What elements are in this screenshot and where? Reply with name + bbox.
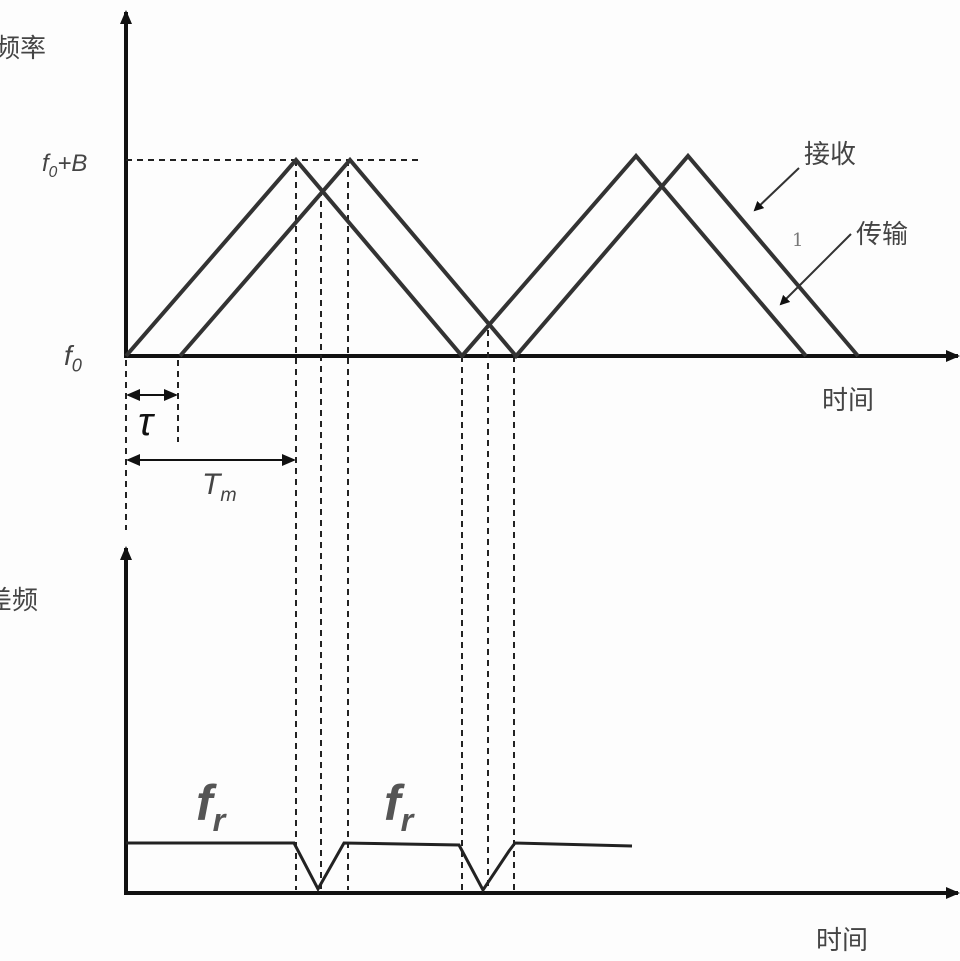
transmitted-label: 传输 <box>856 220 909 250</box>
bottom-y-axis-label: 差频 <box>0 586 39 616</box>
dashed-guides <box>125 159 515 890</box>
received-label: 接收 <box>804 140 857 170</box>
tau-label: τ <box>138 400 153 444</box>
top-x-axis-label: 时间 <box>822 386 875 416</box>
received-pointer-arrow <box>753 167 800 212</box>
level-high-label: f0+B <box>42 150 88 181</box>
beat-label-2: fr <box>384 775 414 838</box>
level-low-label: f0 <box>64 340 82 376</box>
transmitted-signal <box>124 152 808 360</box>
period-label: Tm <box>202 468 237 506</box>
bottom-x-axis-label: 时间 <box>816 926 869 956</box>
top-y-axis-label: 频率 <box>0 34 47 64</box>
beat-frequency-signal <box>126 841 633 893</box>
beat-label-1: fr <box>196 775 226 838</box>
transmitted-pointer-arrow <box>779 233 852 306</box>
received-signal <box>178 152 860 360</box>
stray-mark: 1 <box>792 230 804 251</box>
